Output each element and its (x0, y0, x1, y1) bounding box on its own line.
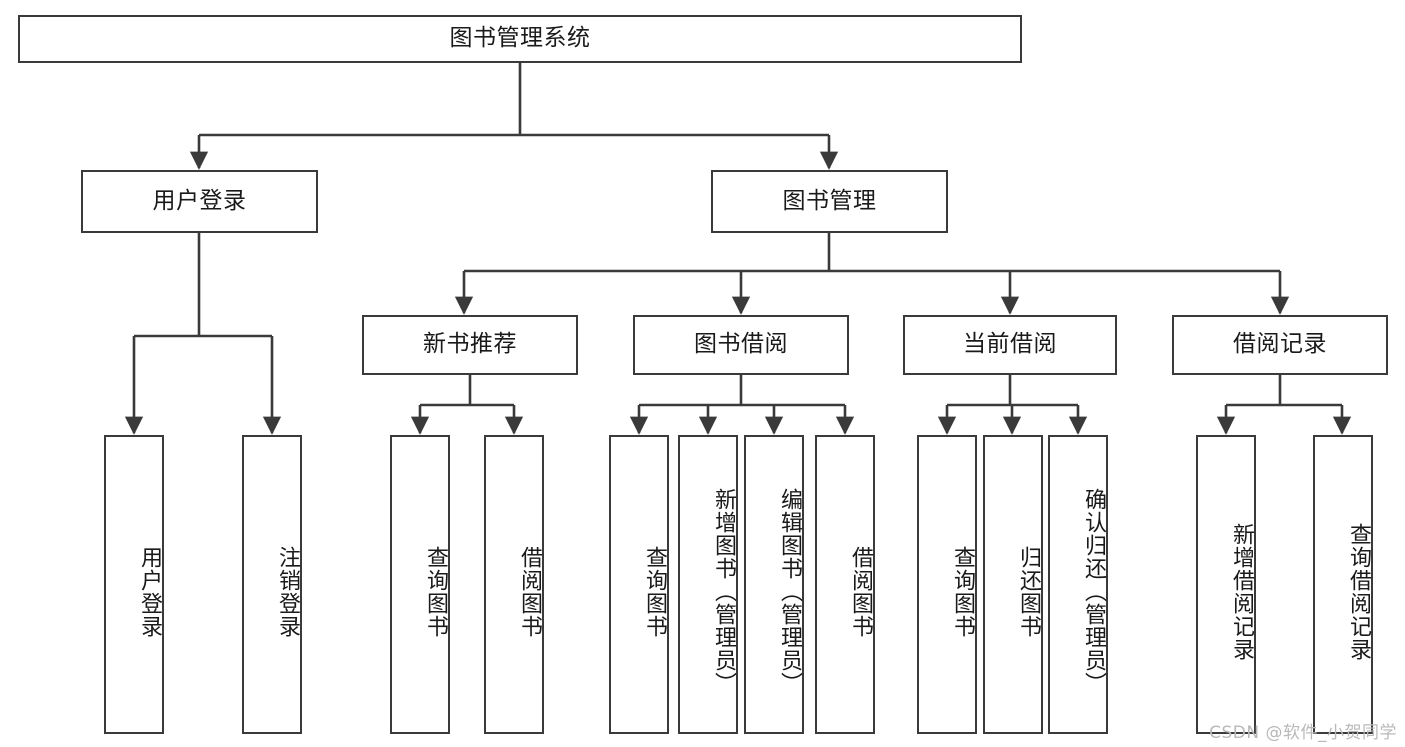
node-leaf-query-book-2[interactable]: 查询图书 (609, 435, 669, 734)
node-user-login[interactable]: 用户登录 (81, 170, 318, 233)
node-book-manage[interactable]: 图书管理 (711, 170, 948, 233)
node-leaf-query-book-1[interactable]: 查询图书 (390, 435, 450, 734)
node-label: 查询图书 (423, 545, 448, 638)
node-leaf-borrow-book-2[interactable]: 借阅图书 (815, 435, 875, 734)
node-leaf-edit-book[interactable]: 编辑图书（管理员） (744, 435, 804, 734)
node-label: 图书管理 (782, 187, 877, 214)
node-label: 新增借阅记录 (1229, 522, 1254, 661)
node-label: 图书管理系统 (449, 25, 591, 52)
node-label: 当前借阅 (963, 331, 1057, 358)
node-label: 借阅记录 (1233, 331, 1327, 358)
node-label: 用户登录 (137, 545, 162, 638)
node-leaf-user-login[interactable]: 用户登录 (104, 435, 164, 734)
node-leaf-query-record[interactable]: 查询借阅记录 (1313, 435, 1373, 734)
node-label: 借阅图书 (848, 545, 873, 638)
node-label: 注销登录 (275, 545, 300, 638)
node-label: 新增图书（管理员） (711, 488, 736, 695)
node-label: 查询借阅记录 (1346, 522, 1371, 661)
node-book-borrow[interactable]: 图书借阅 (633, 315, 849, 375)
node-label: 查询图书 (950, 545, 975, 638)
node-leaf-add-book[interactable]: 新增图书（管理员） (678, 435, 738, 734)
node-new-book-recommend[interactable]: 新书推荐 (362, 315, 578, 375)
node-label: 新书推荐 (423, 331, 517, 358)
node-borrow-record[interactable]: 借阅记录 (1172, 315, 1388, 375)
node-leaf-borrow-book-1[interactable]: 借阅图书 (484, 435, 544, 734)
node-label: 图书借阅 (694, 331, 788, 358)
node-label: 归还图书 (1016, 545, 1041, 638)
node-label: 借阅图书 (517, 545, 542, 638)
node-label: 用户登录 (152, 187, 247, 214)
node-leaf-add-record[interactable]: 新增借阅记录 (1196, 435, 1256, 734)
node-current-borrow[interactable]: 当前借阅 (903, 315, 1117, 375)
node-leaf-confirm-return[interactable]: 确认归还（管理员） (1048, 435, 1108, 734)
node-label: 查询图书 (642, 545, 667, 638)
node-leaf-logout[interactable]: 注销登录 (242, 435, 302, 734)
node-leaf-query-book-3[interactable]: 查询图书 (917, 435, 977, 734)
node-leaf-return-book[interactable]: 归还图书 (983, 435, 1043, 734)
node-label: 编辑图书（管理员） (777, 488, 802, 695)
node-label: 确认归还（管理员） (1081, 488, 1106, 695)
node-root[interactable]: 图书管理系统 (18, 15, 1022, 63)
